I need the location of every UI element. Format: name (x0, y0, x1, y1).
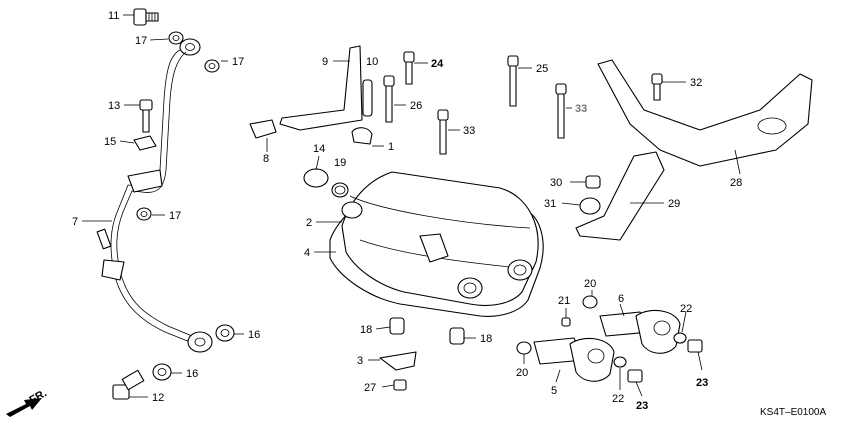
callout-32: 32 (690, 77, 702, 89)
bolt-25 (507, 55, 519, 67)
bracket-29 (575, 151, 665, 241)
callout-3: 3 (357, 355, 363, 367)
callout-33: 33 (463, 125, 475, 137)
callout-24: 24 (431, 58, 444, 70)
callout-5: 5 (551, 385, 557, 397)
bolt-32 (651, 73, 663, 85)
leader-lines (82, 14, 741, 398)
bolt-33-left (437, 109, 449, 121)
bolt-11 (133, 8, 159, 26)
bracket-28 (597, 59, 813, 167)
callout-23: 23 (636, 400, 648, 412)
callout-17: 17 (169, 210, 181, 222)
diagram-code: KS4T–E0100A (760, 407, 826, 418)
callout-12: 12 (152, 392, 164, 404)
banjo-fitting-bottom (187, 331, 213, 353)
clip-8 (249, 119, 277, 139)
callout-16: 16 (248, 329, 260, 341)
callout-2: 2 (306, 217, 312, 229)
callout-22: 22 (612, 393, 624, 405)
callout-27: 27 (364, 382, 376, 394)
callout-17: 17 (232, 56, 244, 68)
rocker-shafts (516, 295, 703, 383)
callout-30: 30 (550, 177, 562, 189)
bolt-12 (112, 369, 145, 400)
callout-labels: 11 17 17 13 15 7 17 16 16 12 9 10 24 26 … (72, 10, 742, 412)
bolt-13 (139, 99, 153, 111)
washer-17-lower (136, 207, 152, 221)
callout-13: 13 (108, 100, 120, 112)
callout-10: 10 (366, 56, 378, 68)
pipe-clamp (127, 169, 163, 193)
clamp-1 (351, 127, 373, 145)
cylinder-head-cover (303, 168, 544, 391)
o-ring-20-lower (516, 341, 532, 355)
washer-17-right (204, 59, 220, 73)
oil-pipe-assembly (96, 8, 235, 400)
callout-4: 4 (304, 247, 310, 259)
grommet-31 (579, 197, 601, 215)
bolt-24 (403, 51, 415, 63)
washer-22-lower (613, 356, 627, 368)
callout-21: 21 (558, 295, 570, 307)
callout-31: 31 (544, 198, 556, 210)
bracket-9 (279, 45, 363, 131)
callout-26: 26 (410, 100, 422, 112)
callout-25: 25 (536, 63, 548, 75)
front-direction-arrow: FR. (6, 387, 49, 417)
tube-10 (362, 79, 373, 117)
plate-3 (379, 351, 417, 371)
right-bracket-assembly (575, 59, 813, 241)
oil-pipe-7 (110, 49, 193, 343)
callout-20: 20 (584, 278, 596, 290)
callout-18: 18 (480, 333, 492, 345)
callout-17: 17 (135, 35, 147, 47)
o-ring-19 (331, 182, 349, 198)
screw-27 (393, 379, 407, 391)
callout-16: 16 (186, 368, 198, 380)
o-ring-20-upper (582, 295, 598, 309)
direction-label: FR. (28, 387, 49, 406)
washer-16-upper (215, 324, 235, 342)
callout-14: 14 (313, 143, 325, 155)
bolt-33-right (555, 83, 567, 95)
bolt-23-lower (627, 369, 643, 383)
callout-29: 29 (668, 198, 680, 210)
callout-1: 1 (388, 141, 394, 153)
callout-11: 11 (108, 10, 119, 22)
callout-23: 23 (696, 377, 708, 389)
bracket-assembly (249, 45, 567, 155)
callout-28: 28 (730, 177, 742, 189)
dowel-18-left (389, 317, 405, 335)
screw-21 (561, 317, 571, 327)
callout-20: 20 (516, 367, 528, 379)
callout-19: 19 (334, 157, 346, 169)
washer-22-right (673, 332, 687, 344)
collar-30 (585, 175, 601, 189)
bolt-26 (383, 75, 395, 87)
dowel-18-right (449, 327, 465, 345)
callout-8: 8 (263, 153, 269, 165)
bolt-23-right (687, 339, 703, 353)
callout-6: 6 (618, 293, 624, 305)
callout-15: 15 (104, 136, 116, 148)
washer-17-upper (168, 31, 184, 45)
washer-16-lower (152, 363, 172, 381)
callout-9: 9 (322, 56, 328, 68)
oil-cap-14 (303, 168, 329, 188)
callout-22: 22 (680, 303, 692, 315)
banjo-fitting-top (179, 38, 201, 56)
callout-18: 18 (360, 324, 372, 336)
callout-33: 33 (575, 103, 587, 115)
clip-15 (133, 135, 157, 151)
callout-7: 7 (72, 216, 78, 228)
